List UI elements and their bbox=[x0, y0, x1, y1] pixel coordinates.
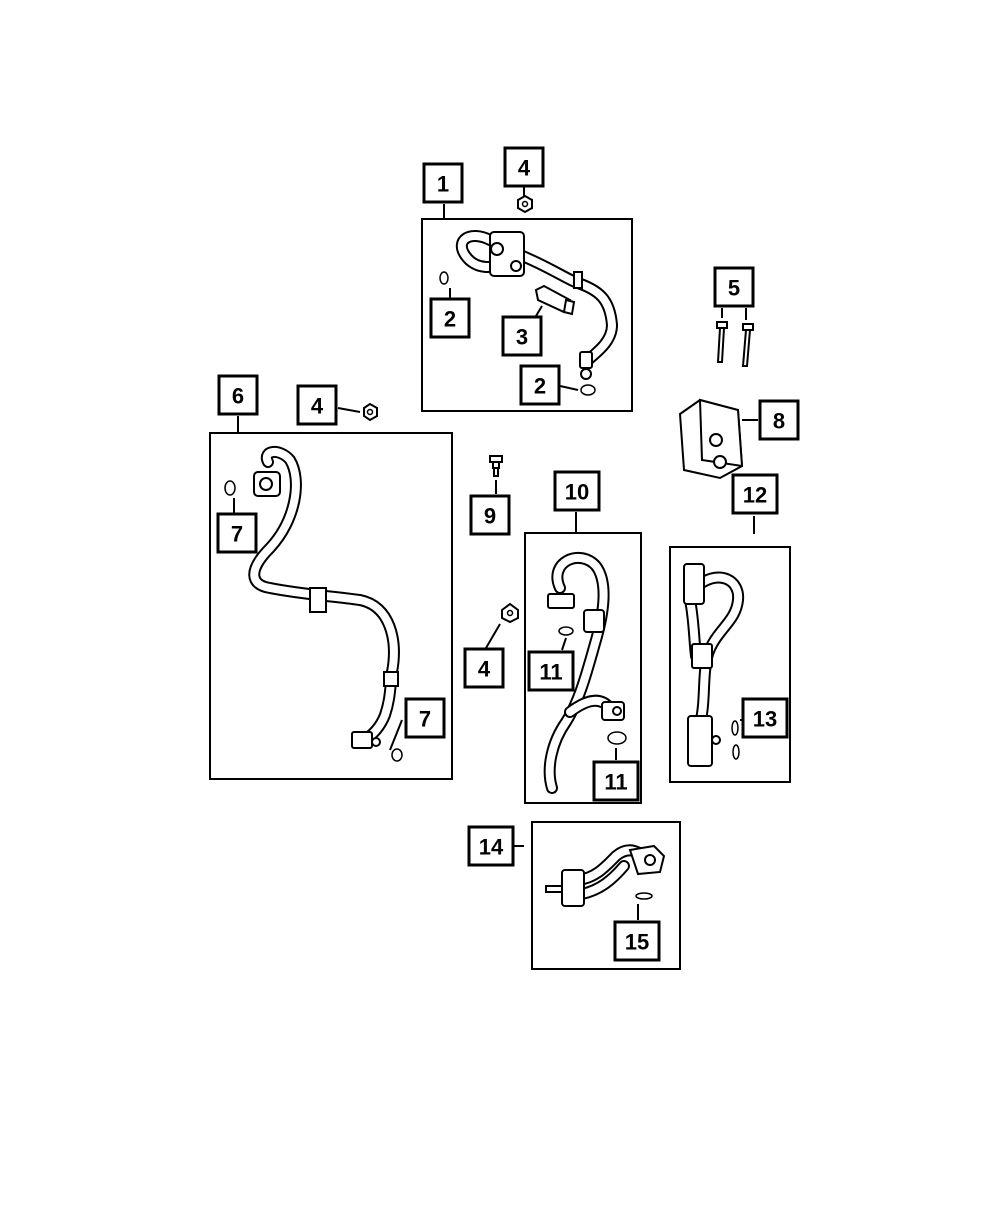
svg-text:4: 4 bbox=[478, 657, 491, 682]
o-ring-13b bbox=[732, 744, 740, 760]
callout-8: 8 bbox=[758, 399, 800, 441]
svg-text:7: 7 bbox=[419, 707, 431, 732]
svg-text:1: 1 bbox=[437, 172, 449, 197]
callout-7-top: 7 bbox=[216, 512, 258, 554]
o-ring-7a bbox=[224, 480, 236, 496]
svg-text:11: 11 bbox=[604, 770, 627, 795]
o-ring-2a bbox=[439, 271, 449, 285]
svg-text:7: 7 bbox=[231, 522, 243, 547]
o-ring-15 bbox=[635, 892, 653, 900]
group-box-14 bbox=[531, 821, 681, 970]
nut-4b bbox=[363, 402, 378, 422]
svg-text:12: 12 bbox=[743, 483, 767, 508]
o-ring-11a bbox=[558, 626, 574, 636]
svg-text:4: 4 bbox=[518, 156, 531, 181]
svg-text:11: 11 bbox=[539, 660, 562, 685]
svg-text:13: 13 bbox=[753, 707, 777, 732]
callout-2-left: 2 bbox=[429, 297, 471, 339]
svg-text:2: 2 bbox=[534, 374, 546, 399]
bolts-part bbox=[716, 321, 754, 367]
group-box-10 bbox=[524, 532, 642, 804]
svg-text:2: 2 bbox=[444, 307, 456, 332]
svg-text:15: 15 bbox=[625, 930, 649, 955]
svg-text:10: 10 bbox=[565, 480, 589, 505]
pressure-switch-part bbox=[534, 284, 576, 316]
o-ring-13a bbox=[731, 720, 739, 736]
callout-11-top: 11 bbox=[527, 650, 575, 692]
callout-6: 6 bbox=[217, 374, 259, 416]
suction-line-part bbox=[543, 551, 625, 794]
callout-5: 5 bbox=[713, 266, 755, 308]
o-ring-7b bbox=[391, 748, 403, 762]
screw-part bbox=[489, 455, 503, 477]
nut-4a bbox=[517, 194, 533, 214]
svg-text:8: 8 bbox=[773, 409, 785, 434]
svg-text:14: 14 bbox=[479, 835, 504, 860]
svg-text:4: 4 bbox=[311, 394, 324, 419]
callout-2-right: 2 bbox=[519, 364, 561, 406]
svg-text:3: 3 bbox=[516, 325, 528, 350]
callout-7-bottom: 7 bbox=[404, 697, 446, 739]
group-box-1 bbox=[421, 218, 633, 412]
callout-12: 12 bbox=[731, 473, 779, 515]
svg-text:5: 5 bbox=[728, 276, 740, 301]
line-12-part bbox=[683, 563, 745, 767]
nut-4c bbox=[501, 602, 519, 624]
discharge-line-part bbox=[455, 230, 618, 380]
callout-4-left: 4 bbox=[296, 384, 338, 426]
callout-1: 1 bbox=[422, 162, 464, 204]
callout-13: 13 bbox=[741, 697, 789, 739]
callout-9: 9 bbox=[469, 494, 511, 536]
o-ring-2b bbox=[580, 384, 596, 396]
svg-text:6: 6 bbox=[232, 384, 244, 409]
expansion-valve-part bbox=[678, 398, 744, 480]
callout-11-bottom: 11 bbox=[592, 760, 640, 802]
group-box-12 bbox=[669, 546, 791, 783]
line-14-part bbox=[545, 844, 666, 907]
callout-10: 10 bbox=[553, 470, 601, 512]
group-box-6 bbox=[209, 432, 453, 780]
callout-4-top: 4 bbox=[503, 146, 545, 188]
callout-3: 3 bbox=[501, 315, 543, 357]
callout-14: 14 bbox=[467, 825, 515, 867]
o-ring-11b bbox=[607, 731, 627, 745]
svg-text:9: 9 bbox=[484, 504, 496, 529]
callout-4-middle: 4 bbox=[463, 647, 505, 689]
callout-15: 15 bbox=[613, 920, 661, 962]
liquid-line-part bbox=[248, 446, 400, 749]
